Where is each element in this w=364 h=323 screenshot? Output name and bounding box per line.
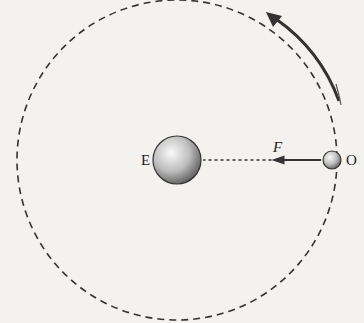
orbit-path bbox=[17, 0, 337, 320]
earth-sphere bbox=[152, 135, 202, 185]
body-node: O bbox=[322, 150, 357, 170]
force-arrow bbox=[203, 156, 321, 165]
motion-arrow-trail bbox=[336, 84, 341, 105]
motion-arrowhead bbox=[266, 12, 282, 27]
body-letter: E bbox=[141, 153, 150, 168]
orbiting-body bbox=[322, 150, 342, 170]
motion-arrow bbox=[276, 19, 339, 101]
body-letter: O bbox=[346, 153, 357, 168]
force-label: F bbox=[272, 140, 283, 155]
earth-node: E bbox=[141, 135, 202, 185]
